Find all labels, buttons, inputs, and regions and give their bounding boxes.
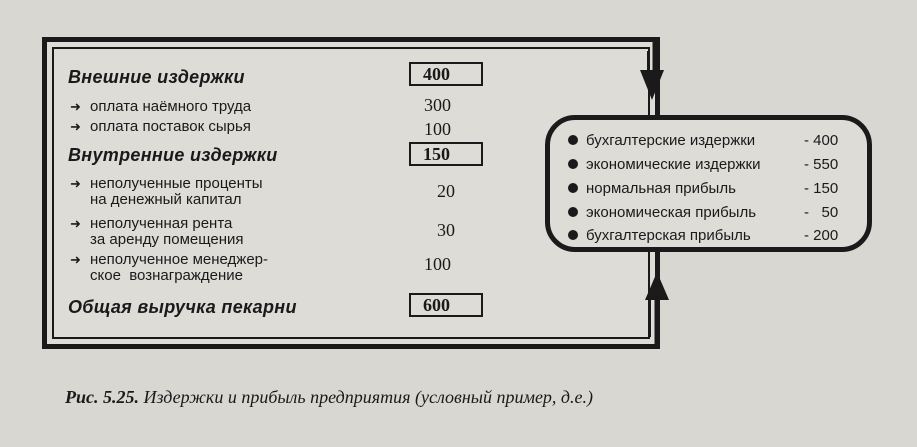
panel-item-value: - 200 bbox=[804, 227, 839, 244]
internal-item-line2: ское вознаграждение bbox=[90, 267, 244, 284]
heading-internal-costs: Внутренние издержки bbox=[68, 145, 278, 165]
results-panel: бухгалтерские издержки - 400 экономически… bbox=[545, 115, 872, 252]
figure-caption: Рис. 5.25. Издержки и прибыль предприяти… bbox=[65, 387, 593, 408]
bullet-dot-icon bbox=[568, 207, 578, 217]
heading-total-revenue: Общая выручка пекарни bbox=[68, 297, 297, 317]
panel-item-accounting-costs: бухгалтерские издержки - 400 bbox=[568, 132, 838, 149]
figure-caption-text: Издержки и прибыль предприятия (условный… bbox=[143, 387, 594, 407]
internal-item-value: 100 bbox=[424, 254, 451, 274]
panel-item-label: экономическая прибыль bbox=[586, 204, 757, 221]
internal-item-line1: неполученные проценты bbox=[90, 175, 263, 192]
bullet-arrow-icon: ➜ bbox=[70, 252, 81, 267]
external-item-value: 300 bbox=[424, 95, 451, 115]
internal-item-value: 30 bbox=[437, 220, 455, 240]
external-item-label: оплата поставок сырья bbox=[90, 118, 251, 135]
internal-item-line1: неполученное менеджер- bbox=[90, 251, 269, 268]
external-item-materials: ➜ оплата поставок сырья bbox=[70, 119, 251, 135]
panel-item-value: - 50 bbox=[804, 204, 839, 221]
internal-item-management: ➜ неполученное менеджер- ское вознагражде… bbox=[70, 252, 268, 284]
bullet-dot-icon bbox=[568, 230, 578, 240]
panel-item-value: - 550 bbox=[804, 156, 839, 173]
external-costs-value: 400 bbox=[409, 62, 483, 86]
internal-item-interest: ➜ неполученные проценты на денежный капит… bbox=[70, 176, 263, 208]
external-item-labor: ➜ оплата наёмного труда bbox=[70, 99, 251, 115]
bullet-dot-icon bbox=[568, 135, 578, 145]
heading-external-costs: Внешние издержки bbox=[68, 67, 245, 87]
internal-item-line2: за аренду помещения bbox=[90, 231, 244, 248]
internal-item-line2: на денежный капитал bbox=[90, 191, 242, 208]
internal-item-rent: ➜ неполученная рента за аренду помещения bbox=[70, 216, 244, 248]
panel-item-label: экономические издержки bbox=[586, 156, 761, 173]
panel-item-value: - 400 bbox=[804, 132, 839, 149]
panel-item-economic-costs: экономические издержки - 550 bbox=[568, 156, 838, 173]
bullet-arrow-icon: ➜ bbox=[70, 99, 81, 114]
total-revenue-value: 600 bbox=[409, 293, 483, 317]
figure-number: Рис. 5.25. bbox=[65, 387, 139, 407]
panel-item-accounting-profit: бухгалтерская прибыль - 200 bbox=[568, 227, 838, 244]
panel-item-label: бухгалтерские издержки bbox=[586, 132, 756, 149]
external-item-label: оплата наёмного труда bbox=[90, 98, 252, 115]
external-item-value: 100 bbox=[424, 119, 451, 139]
panel-item-label: бухгалтерская прибыль bbox=[586, 227, 751, 244]
internal-item-line1: неполученная рента bbox=[90, 215, 233, 232]
bullet-arrow-icon: ➜ bbox=[70, 216, 81, 231]
panel-item-economic-profit: экономическая прибыль - 50 bbox=[568, 204, 838, 221]
internal-item-value: 20 bbox=[437, 181, 455, 201]
bullet-arrow-icon: ➜ bbox=[70, 176, 81, 191]
panel-item-value: - 150 bbox=[804, 180, 839, 197]
panel-item-label: нормальная прибыль bbox=[586, 180, 736, 197]
bullet-dot-icon bbox=[568, 183, 578, 193]
internal-costs-value: 150 bbox=[409, 142, 483, 166]
bullet-arrow-icon: ➜ bbox=[70, 119, 81, 134]
bullet-dot-icon bbox=[568, 159, 578, 169]
panel-item-normal-profit: нормальная прибыль - 150 bbox=[568, 180, 838, 197]
